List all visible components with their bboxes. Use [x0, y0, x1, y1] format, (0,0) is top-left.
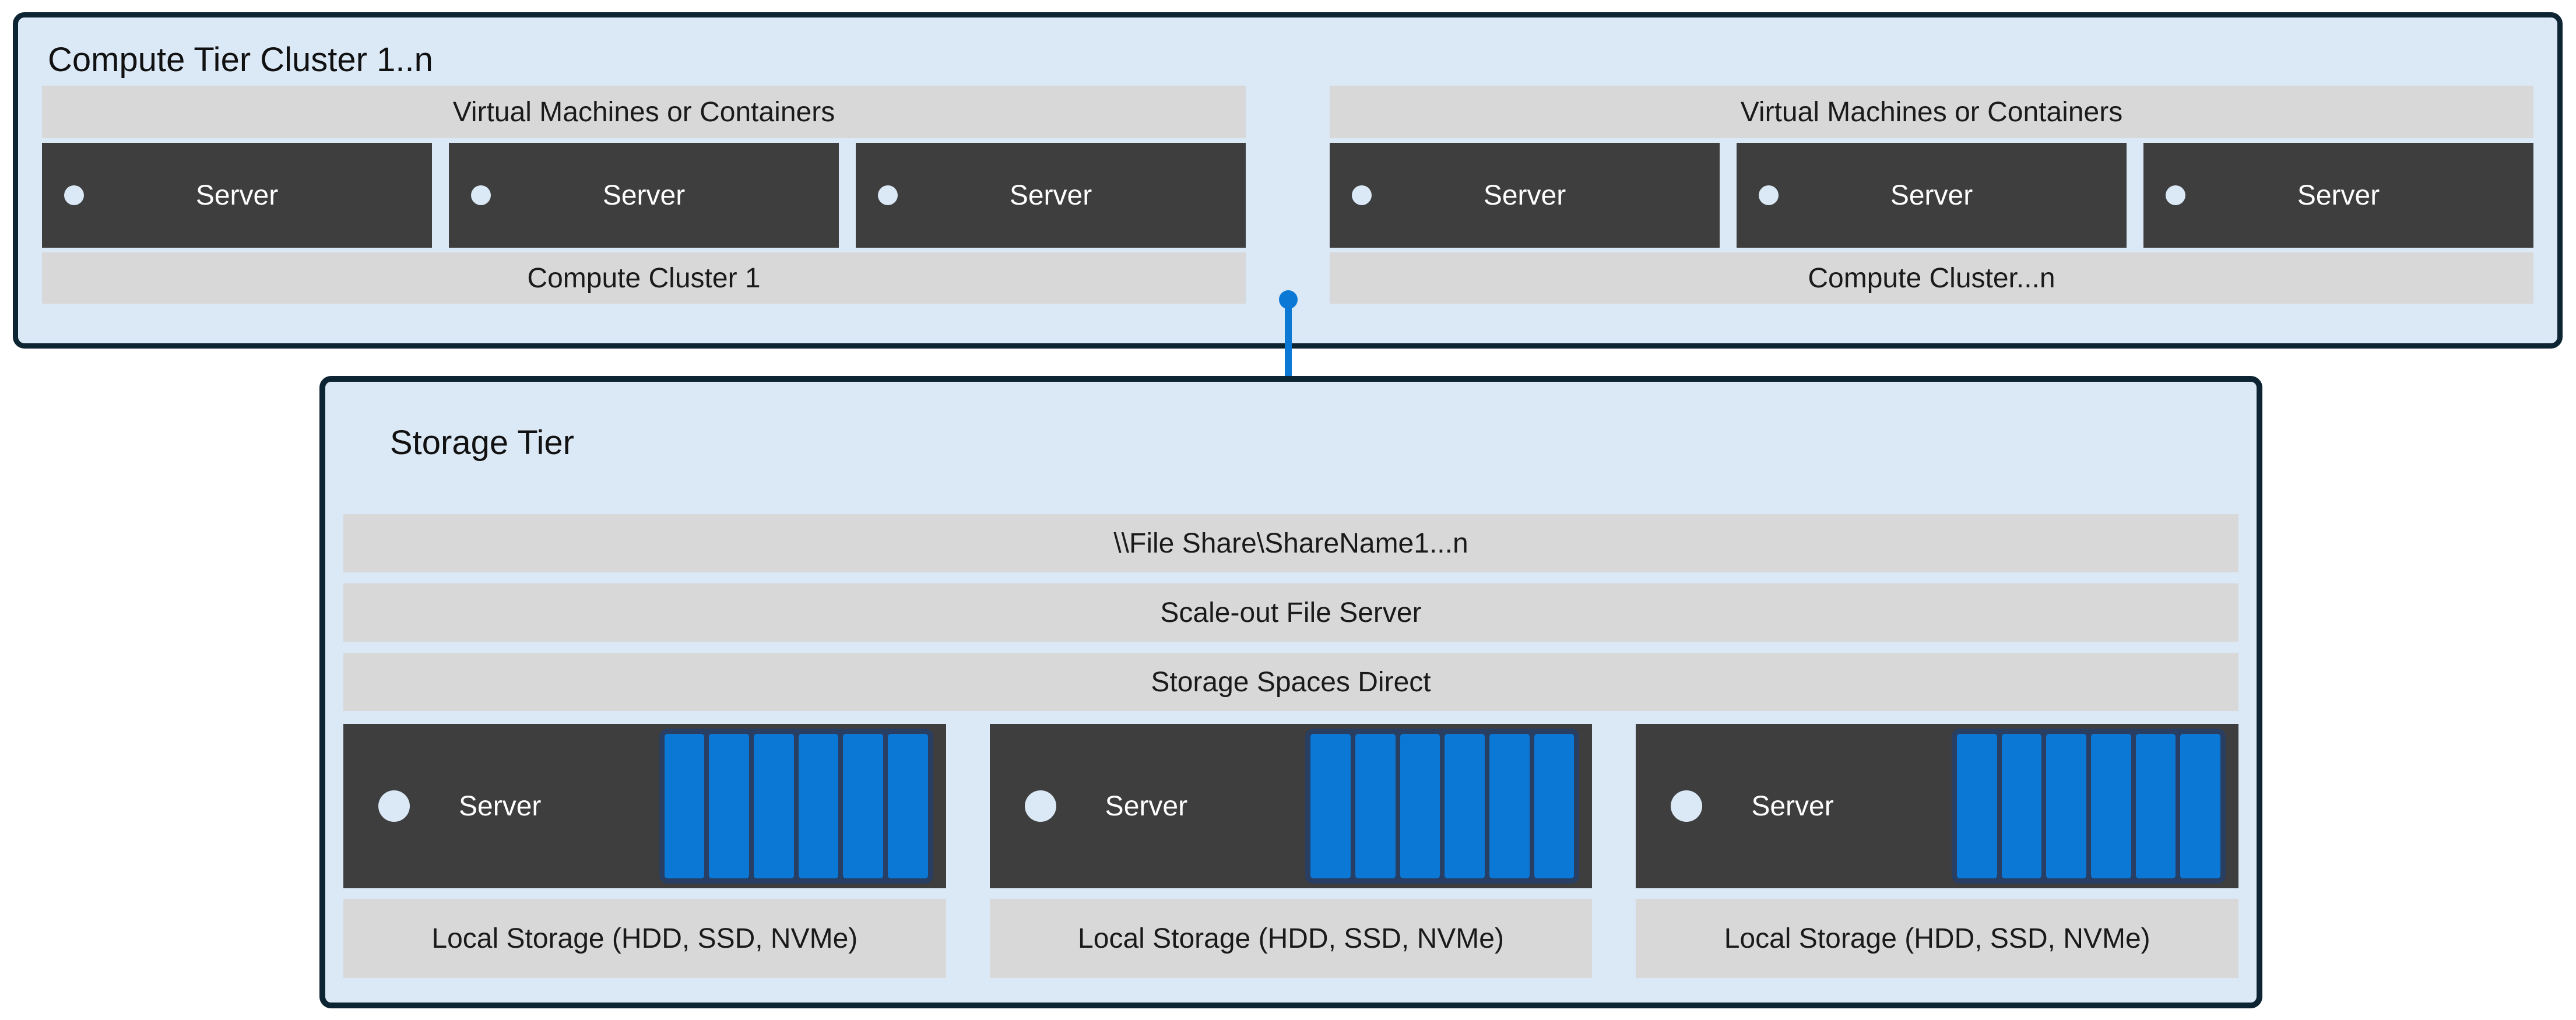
disk-icon — [1534, 734, 1575, 878]
server-label: Server — [1009, 180, 1092, 211]
local-storage-bar: Local Storage (HDD, SSD, NVMe) — [343, 899, 946, 978]
disk-icon — [1355, 734, 1396, 878]
server-label: Server — [602, 180, 686, 211]
storage-tier-box: Storage Tier \\File Share\ShareName1...n… — [319, 376, 2262, 1008]
storage-tier-title: Storage Tier — [390, 424, 574, 462]
disk-icon — [798, 734, 839, 878]
server-label: Server — [1890, 180, 1973, 211]
compute-tier-title: Compute Tier Cluster 1..n — [48, 41, 433, 79]
disk-array — [659, 729, 933, 884]
disk-icon — [2046, 734, 2087, 878]
disk-icon — [1957, 734, 1997, 878]
disk-array — [1305, 729, 1580, 884]
server-label: Server — [195, 180, 279, 211]
storage-nodes-row: Server Local Storage (HDD, SSD, NVMe) — [343, 724, 2239, 978]
local-storage-bar: Local Storage (HDD, SSD, NVMe) — [989, 899, 1593, 978]
disk-icon — [2135, 734, 2176, 878]
cluster-label-bar: Compute Cluster...n — [1330, 252, 2533, 304]
led-dot-icon — [378, 790, 410, 822]
disk-icon — [2091, 734, 2131, 878]
disk-icon — [888, 734, 928, 878]
server-label: Server — [1751, 790, 1834, 822]
disk-icon — [1400, 734, 1440, 878]
led-dot-icon — [1024, 790, 1056, 822]
led-dot-icon — [1759, 185, 1779, 205]
disk-array — [1952, 729, 2226, 884]
disk-icon — [2001, 734, 2042, 878]
local-storage-bar: Local Storage (HDD, SSD, NVMe) — [1636, 899, 2239, 978]
led-dot-icon — [1671, 790, 1703, 822]
led-dot-icon — [878, 185, 898, 205]
cluster-label-bar: Compute Cluster 1 — [42, 252, 1246, 304]
scale-out-file-server-bar: Scale-out File Server — [343, 583, 2238, 642]
compute-clusters-row: Virtual Machines or Containers Server Se… — [42, 86, 2533, 304]
disk-icon — [664, 734, 705, 878]
connector-dot-top-icon — [1279, 290, 1298, 309]
led-dot-icon — [64, 185, 84, 205]
storage-node: Server Local Storage (HDD, SSD, NVMe) — [989, 724, 1593, 978]
server-label: Server — [1105, 790, 1188, 822]
storage-server-box: Server — [989, 724, 1593, 888]
server-box: Server — [449, 143, 839, 248]
server-label: Server — [2297, 180, 2380, 211]
server-row: Server Server Server — [42, 143, 1246, 248]
storage-spaces-direct-bar: Storage Spaces Direct — [343, 653, 2238, 711]
server-box: Server — [2143, 143, 2533, 248]
server-box: Server — [1330, 143, 1720, 248]
storage-server-box: Server — [1636, 724, 2239, 888]
compute-cluster-n: Virtual Machines or Containers Server Se… — [1330, 86, 2533, 304]
vm-containers-bar: Virtual Machines or Containers — [1330, 86, 2533, 138]
led-dot-icon — [471, 185, 491, 205]
server-box: Server — [42, 143, 432, 248]
compute-tier-box: Compute Tier Cluster 1..n Virtual Machin… — [13, 12, 2563, 349]
vm-containers-bar: Virtual Machines or Containers — [42, 86, 1246, 138]
server-box: Server — [1737, 143, 2127, 248]
file-share-bar: \\File Share\ShareName1...n — [343, 514, 2238, 572]
storage-server-box: Server — [343, 724, 946, 888]
disk-icon — [843, 734, 884, 878]
server-box: Server — [856, 143, 1246, 248]
disk-icon — [1445, 734, 1485, 878]
server-row: Server Server Server — [1330, 143, 2533, 248]
server-label: Server — [459, 790, 542, 822]
disk-icon — [709, 734, 750, 878]
disk-icon — [2180, 734, 2221, 878]
storage-node: Server Local Storage (HDD, SSD, NVMe) — [1636, 724, 2239, 978]
led-dot-icon — [2166, 185, 2185, 205]
led-dot-icon — [1352, 185, 1372, 205]
compute-cluster-1: Virtual Machines or Containers Server Se… — [42, 86, 1246, 304]
storage-node: Server Local Storage (HDD, SSD, NVMe) — [343, 724, 946, 978]
disk-icon — [1310, 734, 1351, 878]
disk-icon — [754, 734, 794, 878]
disk-icon — [1489, 734, 1530, 878]
server-label: Server — [1483, 180, 1566, 211]
